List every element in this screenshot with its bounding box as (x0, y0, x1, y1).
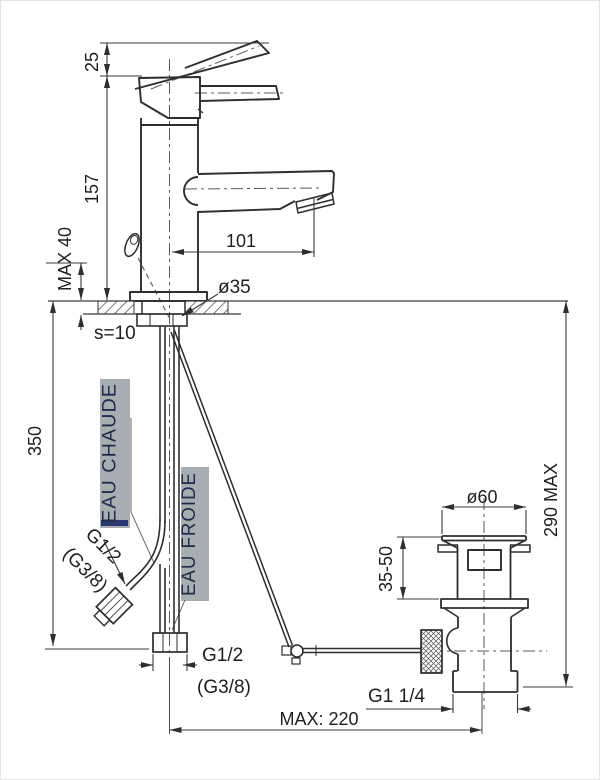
hot-nut-knurl (100, 591, 129, 620)
spout-centerline (184, 187, 322, 190)
cold-nut-body (152, 632, 188, 653)
drain-lower-flange (440, 598, 529, 609)
drain-tailpiece (452, 670, 519, 693)
dim-350-text: 350 (25, 426, 45, 456)
dim-220-extensions (169, 658, 483, 734)
aerator (295, 192, 335, 214)
cap-step (197, 108, 204, 114)
popup-rod-pivot (290, 644, 304, 658)
hot-label-highlight (100, 379, 130, 528)
deck-hatch-right (184, 300, 229, 315)
dimension-lines (45, 42, 573, 734)
base-plate (129, 291, 208, 302)
pivot-pin (291, 657, 301, 665)
faucet (124, 40, 335, 320)
dim-3550-extensions (397, 536, 443, 600)
handle-raised (134, 40, 270, 90)
pivot-tab (281, 645, 292, 656)
deck (48, 300, 568, 327)
dim-3550-text: 35-50 (376, 546, 396, 592)
cold-nut-facets (162, 633, 178, 652)
cold-thread-alt-text: (G3/8) (197, 677, 251, 698)
dim-coldthread-extensions (152, 654, 188, 671)
hot-label-accent-bar (101, 520, 128, 526)
hot-nut-stub (93, 609, 111, 627)
clamping-nut (136, 313, 188, 327)
dim-s10-text: s=10 (94, 323, 136, 344)
dim-g114-text: G1 1/4 (368, 686, 425, 707)
cold-thread-text: G1/2 (202, 645, 243, 666)
dim-dia35-text: ø35 (218, 277, 251, 298)
dim-dia60-extensions (441, 510, 527, 534)
rod-socket-housing (445, 627, 459, 655)
popup-knob (124, 232, 140, 258)
lever-raised-centerline (150, 45, 260, 90)
cold-supply-nut (152, 632, 188, 653)
handle-horizontal (199, 85, 280, 102)
clamping-nut-facets (149, 314, 174, 326)
dim-290max-text: 290 MAX (541, 463, 561, 537)
hot-label-leader (130, 418, 155, 564)
dim-dia60-text: ø60 (466, 487, 497, 507)
popup-rod-diagonal (170, 330, 294, 648)
cold-supply-pipe (159, 326, 180, 633)
drain-assembly (420, 535, 531, 693)
rod-knurled-nut (420, 629, 443, 674)
drain-upper-body (456, 548, 512, 599)
dim-g114-extensions (452, 694, 519, 713)
dim-157-text: 157 (82, 174, 102, 204)
cold-water-label: EAU FROIDE (179, 472, 200, 596)
spout-root-bulge (183, 176, 199, 206)
clamping-nut-body (136, 313, 188, 327)
spout-bottom (197, 200, 296, 213)
hot-supply-pipe (125, 518, 166, 591)
spout-top (197, 170, 335, 201)
dim-25-text: 25 (82, 52, 102, 72)
hot-water-label: EAU CHAUDE (100, 383, 121, 523)
supply-pipes (93, 326, 188, 653)
dim-dia35-leader (181, 293, 219, 317)
drain-flange (441, 535, 527, 549)
centerlines (150, 45, 547, 709)
cold-label-highlight (181, 467, 209, 601)
dim-max40-text: MAX 40 (55, 227, 75, 291)
overflow-window (467, 549, 502, 571)
popup-rod-hidden (137, 257, 171, 320)
popup-knob-outline (124, 232, 140, 258)
cartridge-cap (138, 76, 201, 119)
popup-rod-assembly (170, 330, 421, 665)
popup-rod-horizontal (303, 647, 421, 654)
water-supply-labels: EAU CHAUDE EAU FROIDE (100, 379, 209, 631)
popup-knob-detail (129, 235, 139, 245)
dim-101-text: 101 (226, 231, 256, 251)
hot-supply-nut (93, 586, 134, 627)
lower-flange-taper (443, 607, 526, 618)
dim-max220-text: MAX: 220 (279, 709, 358, 729)
deck-hatch-left (97, 300, 135, 315)
hot-thread-leader-arrow (103, 540, 126, 585)
body-cylinder (140, 118, 199, 292)
drain-lower-body (457, 617, 512, 671)
